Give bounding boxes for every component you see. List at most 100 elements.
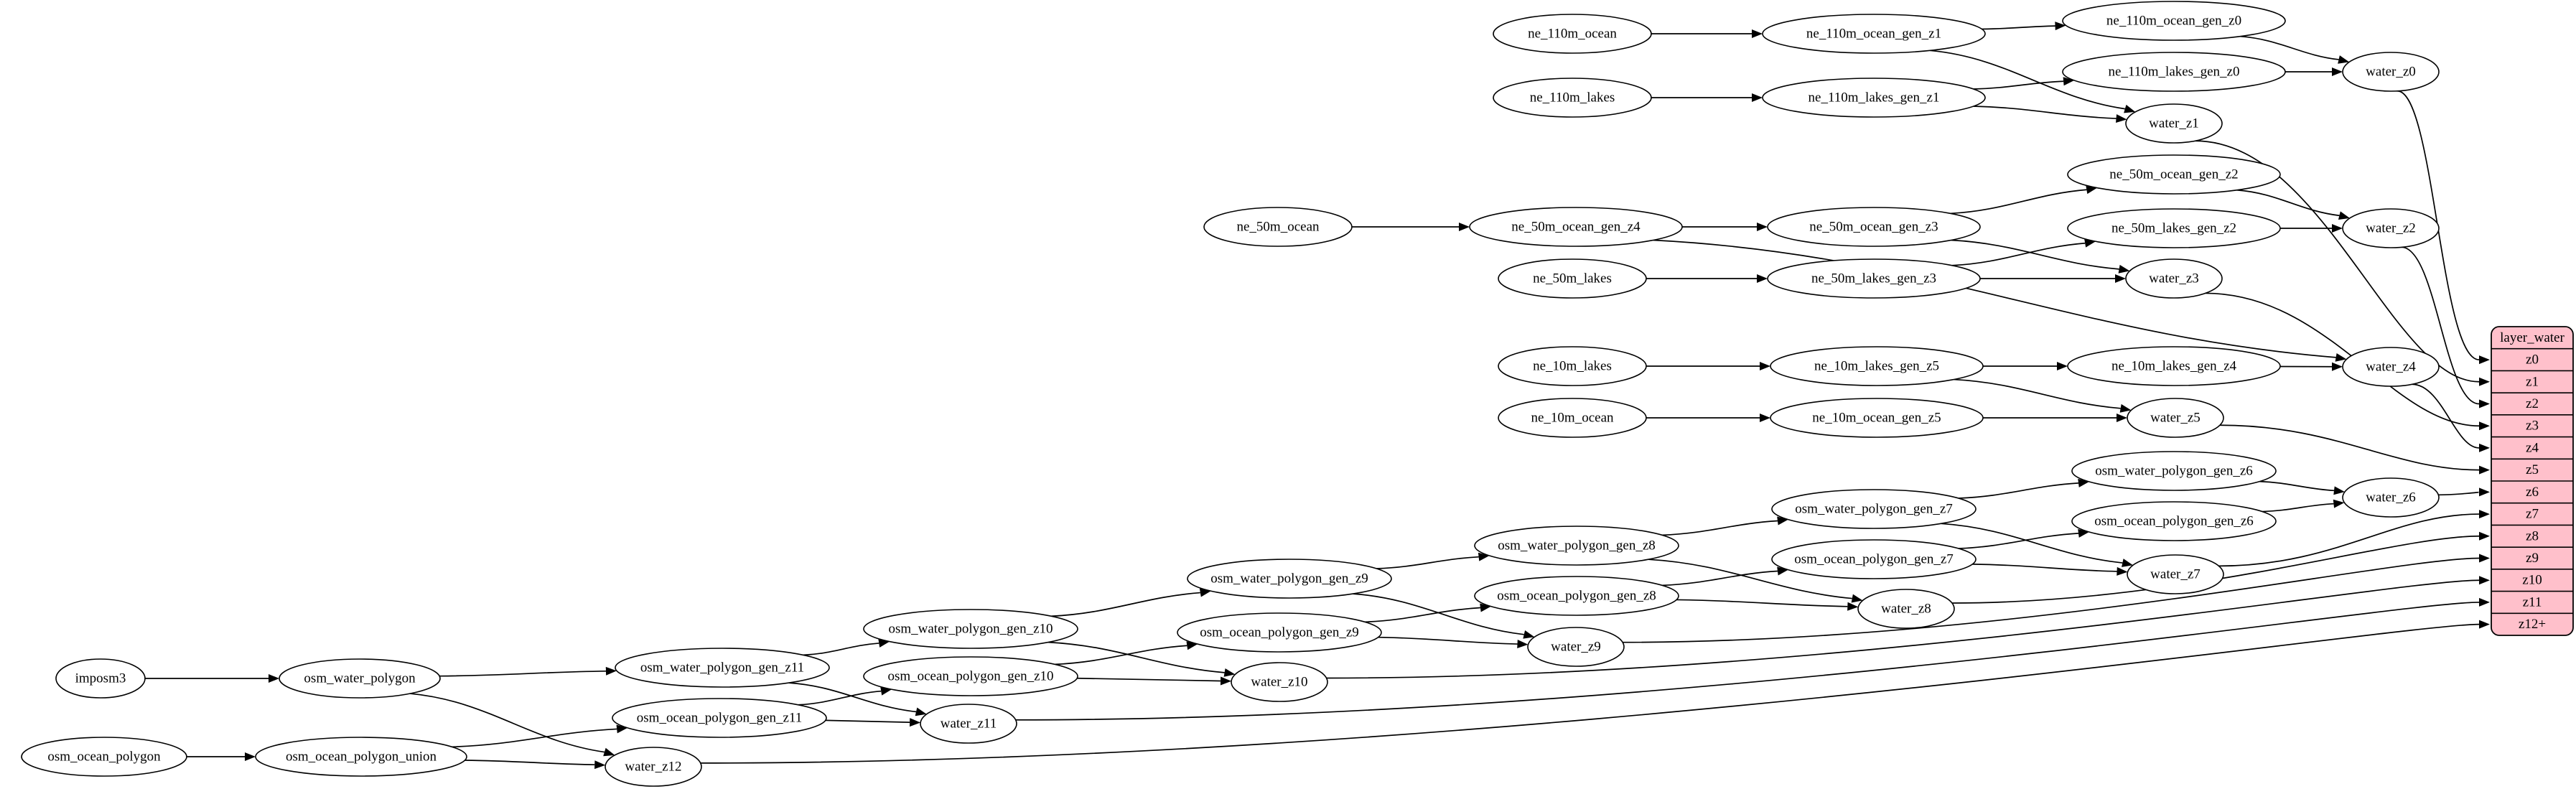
- record-row-z5[interactable]: z5: [2526, 462, 2539, 477]
- edge-water_z6-to-row-z6: [2438, 487, 2490, 497]
- record-row-z4[interactable]: z4: [2526, 440, 2539, 455]
- node-osm_water_polygon_gen_z6[interactable]: osm_water_polygon_gen_z6: [2071, 451, 2277, 491]
- edge-arrowhead: [2116, 114, 2127, 123]
- node-label: ne_50m_ocean_gen_z3: [1809, 220, 1938, 235]
- node-ne_50m_lakes[interactable]: ne_50m_lakes: [1498, 258, 1647, 299]
- edge-ne_50m_ocean-to-ne_50m_ocean_gen_z4: [1352, 223, 1470, 231]
- record-row-z8[interactable]: z8: [2526, 528, 2539, 543]
- node-ne_50m_ocean_gen_z3[interactable]: ne_50m_ocean_gen_z3: [1767, 207, 1981, 247]
- node-ne_110m_lakes[interactable]: ne_110m_lakes: [1493, 78, 1652, 118]
- node-ne_50m_ocean_gen_z4[interactable]: ne_50m_ocean_gen_z4: [1469, 207, 1683, 247]
- node-osm_water_polygon_gen_z8[interactable]: osm_water_polygon_gen_z8: [1474, 526, 1679, 566]
- edge-osm_water_polygon_gen_z11-to-osm_water_polygon_gen_z10: [803, 639, 890, 656]
- node-osm_ocean_polygon_union[interactable]: osm_ocean_polygon_union: [255, 737, 467, 777]
- node-water_z9[interactable]: water_z9: [1527, 627, 1625, 667]
- record-row-z12+[interactable]: z12+: [2519, 617, 2546, 632]
- node-osm_ocean_polygon_gen_z11[interactable]: osm_ocean_polygon_gen_z11: [612, 698, 827, 738]
- node-water_z0[interactable]: water_z0: [2342, 52, 2440, 92]
- edge-arrowhead: [2338, 211, 2350, 220]
- edge-line: [1623, 557, 2480, 643]
- node-ne_50m_lakes_gen_z3[interactable]: ne_50m_lakes_gen_z3: [1767, 258, 1981, 299]
- node-water_z1[interactable]: water_z1: [2125, 103, 2223, 144]
- edge-osm_water_polygon-to-water_z12: [409, 693, 615, 757]
- node-shape: [2071, 451, 2277, 491]
- node-osm_ocean_polygon[interactable]: osm_ocean_polygon: [21, 737, 187, 777]
- record-row-z9[interactable]: z9: [2526, 551, 2539, 566]
- edge-line: [1954, 378, 2121, 409]
- edge-line: [1973, 106, 2117, 119]
- record-row-z7[interactable]: z7: [2526, 507, 2539, 522]
- edge-arrowhead: [2078, 528, 2089, 538]
- node-ne_110m_ocean_gen_z1[interactable]: ne_110m_ocean_gen_z1: [1762, 14, 1986, 54]
- node-imposm3[interactable]: imposm3: [55, 658, 146, 699]
- node-ne_50m_ocean_gen_z2[interactable]: ne_50m_ocean_gen_z2: [2067, 154, 2281, 195]
- edge-arrowhead: [605, 666, 617, 676]
- node-shape: [612, 698, 827, 738]
- edge-ne_50m_ocean_gen_z4-to-ne_50m_ocean_gen_z3: [1682, 223, 1768, 231]
- record-row-z11[interactable]: z11: [2523, 594, 2542, 610]
- node-osm_ocean_polygon_gen_z10[interactable]: osm_ocean_polygon_gen_z10: [863, 656, 1078, 696]
- edge-line: [1959, 533, 2079, 549]
- node-shape: [1493, 14, 1652, 54]
- node-water_z6[interactable]: water_z6: [2342, 477, 2440, 518]
- record-row-z2[interactable]: z2: [2526, 396, 2539, 411]
- node-label: ne_110m_ocean: [1528, 27, 1617, 42]
- node-shape: [1474, 576, 1679, 616]
- node-water_z3[interactable]: water_z3: [2125, 258, 2223, 299]
- node-water_z5[interactable]: water_z5: [2127, 398, 2224, 438]
- edge-arrowhead: [2124, 104, 2136, 113]
- node-osm_ocean_polygon_gen_z6[interactable]: osm_ocean_polygon_gen_z6: [2071, 501, 2277, 541]
- edge-line: [1653, 239, 2336, 358]
- record-row-z1[interactable]: z1: [2526, 374, 2539, 389]
- node-shape: [920, 704, 1017, 744]
- edge-arrowhead: [594, 760, 606, 770]
- node-ne_110m_ocean_gen_z0[interactable]: ne_110m_ocean_gen_z0: [2062, 1, 2286, 41]
- node-osm_ocean_polygon_gen_z8[interactable]: osm_ocean_polygon_gen_z8: [1474, 576, 1679, 616]
- node-osm_water_polygon_gen_z7[interactable]: osm_water_polygon_gen_z7: [1771, 489, 1977, 529]
- node-label: water_z3: [2149, 271, 2199, 286]
- node-label: osm_ocean_polygon_gen_z11: [637, 711, 802, 726]
- record-row-z6[interactable]: z6: [2526, 485, 2539, 500]
- edge-osm_water_polygon-to-osm_water_polygon_gen_z11: [439, 666, 617, 677]
- node-osm_ocean_polygon_gen_z7[interactable]: osm_ocean_polygon_gen_z7: [1771, 539, 1977, 579]
- edge-line: [1047, 641, 1225, 673]
- node-water_z4[interactable]: water_z4: [2342, 347, 2440, 387]
- edge-arrowhead: [1777, 516, 1788, 526]
- edge-line: [1365, 607, 1480, 623]
- edge-arrowhead: [2118, 264, 2130, 274]
- node-shape: [1527, 627, 1625, 667]
- record-row-z0[interactable]: z0: [2526, 353, 2539, 368]
- node-shape: [2062, 52, 2286, 92]
- node-ne_50m_ocean[interactable]: ne_50m_ocean: [1203, 207, 1353, 247]
- node-ne_110m_lakes_gen_z1[interactable]: ne_110m_lakes_gen_z1: [1762, 78, 1986, 118]
- edge-osm_ocean_polygon_gen_z9-to-water_z9: [1378, 636, 1529, 649]
- node-ne_110m_lakes_gen_z0[interactable]: ne_110m_lakes_gen_z0: [2062, 52, 2286, 92]
- node-ne_10m_lakes[interactable]: ne_10m_lakes: [1498, 346, 1647, 386]
- record-row-z10[interactable]: z10: [2522, 573, 2542, 588]
- node-water_z11[interactable]: water_z11: [920, 704, 1017, 744]
- edge-ne_110m_ocean_gen_z1-to-ne_110m_ocean_gen_z0: [1982, 22, 2066, 31]
- node-osm_water_polygon_gen_z10[interactable]: osm_water_polygon_gen_z10: [863, 609, 1078, 649]
- node-ne_50m_lakes_gen_z2[interactable]: ne_50m_lakes_gen_z2: [2067, 208, 2281, 248]
- node-ne_10m_lakes_gen_z4[interactable]: ne_10m_lakes_gen_z4: [2067, 346, 2281, 386]
- edge-line: [2240, 35, 2339, 60]
- node-water_z7[interactable]: water_z7: [2127, 554, 2224, 594]
- node-ne_10m_lakes_gen_z5[interactable]: ne_10m_lakes_gen_z5: [1770, 346, 1984, 386]
- node-water_z12[interactable]: water_z12: [605, 747, 702, 787]
- node-osm_water_polygon[interactable]: osm_water_polygon: [279, 658, 441, 699]
- node-osm_water_polygon_gen_z11[interactable]: osm_water_polygon_gen_z11: [615, 648, 830, 688]
- node-osm_water_polygon_gen_z9[interactable]: osm_water_polygon_gen_z9: [1187, 559, 1392, 599]
- edge-arrowhead: [2332, 67, 2343, 76]
- edge-arrowhead: [2479, 377, 2490, 386]
- edge-ne_50m_lakes_gen_z2-to-water_z2: [2280, 224, 2343, 233]
- edge-line: [1055, 645, 1187, 666]
- node-ne_10m_ocean[interactable]: ne_10m_ocean: [1498, 398, 1647, 438]
- node-osm_ocean_polygon_gen_z9[interactable]: osm_ocean_polygon_gen_z9: [1177, 612, 1382, 653]
- node-water_z8[interactable]: water_z8: [1857, 589, 1955, 629]
- node-ne_10m_ocean_gen_z5[interactable]: ne_10m_ocean_gen_z5: [1770, 398, 1984, 438]
- node-ne_110m_ocean[interactable]: ne_110m_ocean: [1493, 14, 1652, 54]
- node-water_z10[interactable]: water_z10: [1231, 662, 1328, 702]
- node-water_z2[interactable]: water_z2: [2342, 208, 2440, 248]
- record-row-z3[interactable]: z3: [2526, 419, 2539, 434]
